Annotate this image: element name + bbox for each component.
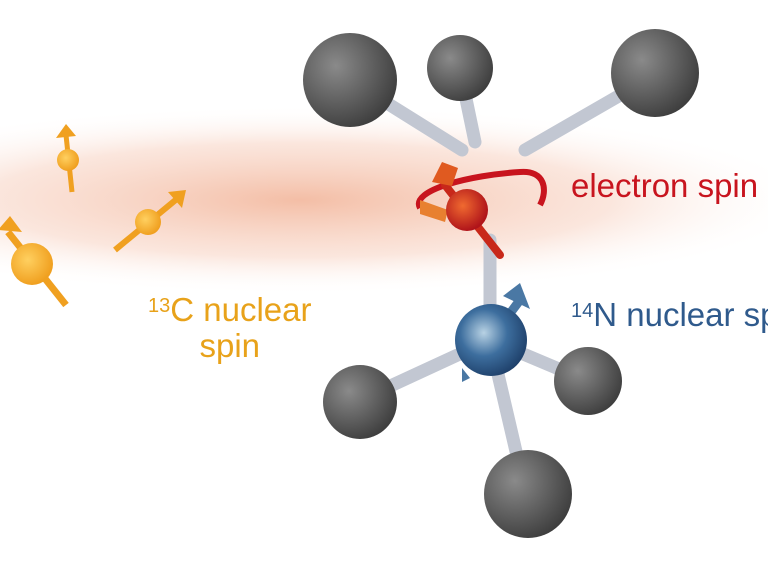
- electron-spin-label: electron spin: [571, 167, 759, 204]
- n14-nuclear-spin-label: 14N nuclear spin: [571, 297, 768, 333]
- c13-label-line2: spin: [199, 327, 261, 364]
- electron-spin: [415, 162, 547, 259]
- n14-label-text: N nuclear spin: [593, 296, 768, 333]
- spin-bath-glow: [0, 105, 768, 295]
- n14-isotope-superscript: 14: [571, 300, 594, 322]
- c13-label-line1: C nuclear: [170, 291, 312, 328]
- c13-spins: [0, 124, 186, 308]
- carbon-atoms: [303, 29, 699, 538]
- c13-isotope-superscript: 13: [148, 295, 171, 317]
- nitrogen-spin: [455, 283, 530, 382]
- c13-nuclear-spin-label: 13C nuclear spin: [148, 292, 311, 364]
